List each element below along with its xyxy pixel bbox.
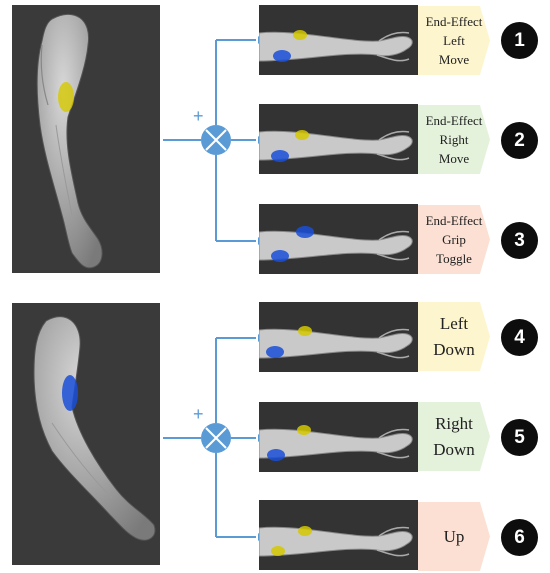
forearm-image-2 xyxy=(259,104,418,174)
muscle-highlight xyxy=(271,250,289,262)
muscle-highlight xyxy=(267,449,285,461)
output-number-2: 2 xyxy=(501,122,538,159)
output-number-5: 5 xyxy=(501,419,538,456)
muscle-highlight xyxy=(273,50,291,62)
output-label-4: Left Down xyxy=(418,302,490,371)
muscle-highlight xyxy=(293,30,307,40)
output-number-1: 1 xyxy=(501,22,538,59)
plus-sign: + xyxy=(193,106,204,126)
output-label-2: End-Effect Right Move xyxy=(418,105,490,174)
muscle-highlight xyxy=(295,130,309,140)
forearm-image-6 xyxy=(259,500,418,570)
summation-node-2 xyxy=(201,423,231,453)
forearm-image-1 xyxy=(259,5,418,75)
muscle-highlight xyxy=(266,346,284,358)
forearm-image-5 xyxy=(259,402,418,472)
output-number-3: 3 xyxy=(501,222,538,259)
summation-node-1 xyxy=(201,125,231,155)
muscle-highlight xyxy=(297,425,311,435)
output-number-4: 4 xyxy=(501,319,538,356)
forearm-image-4 xyxy=(259,302,418,372)
output-label-1: End-Effect Left Move xyxy=(418,6,490,75)
muscle-highlight xyxy=(298,526,312,536)
muscle-highlight xyxy=(271,150,289,162)
output-label-6: Up xyxy=(418,502,490,571)
output-label-5: Right Down xyxy=(418,402,490,471)
plus-sign: + xyxy=(193,404,204,424)
output-label-3: End-Effect Grip Toggle xyxy=(418,205,490,274)
forearm-image-3 xyxy=(259,204,418,274)
output-number-6: 6 xyxy=(501,519,538,556)
muscle-highlight xyxy=(296,226,314,238)
muscle-highlight xyxy=(271,546,285,556)
muscle-highlight xyxy=(298,326,312,336)
